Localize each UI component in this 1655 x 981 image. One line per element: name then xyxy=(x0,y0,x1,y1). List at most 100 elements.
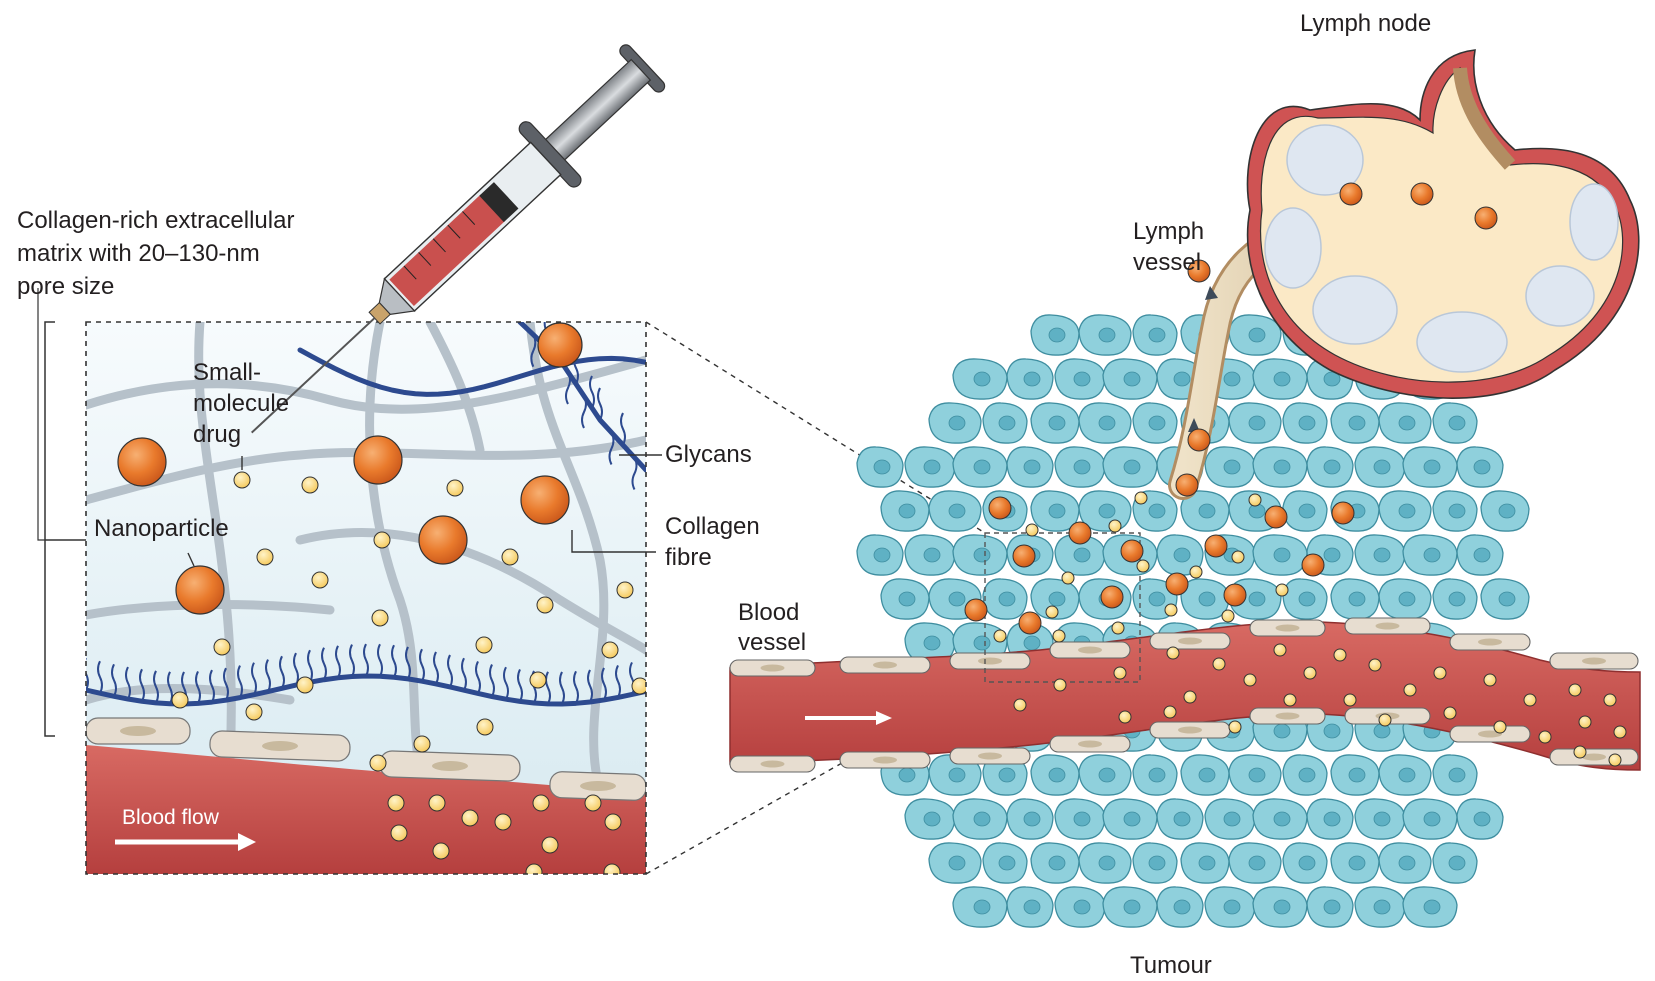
small-molecule-icon xyxy=(1054,679,1066,691)
small-molecule-icon xyxy=(1119,711,1131,723)
tumour-cell-nucleus xyxy=(899,592,915,606)
nanoparticle-icon xyxy=(1176,474,1198,496)
tumour-cell-nucleus xyxy=(1274,900,1290,914)
small-molecule-icon xyxy=(447,480,463,496)
tumour-cell-nucleus xyxy=(974,900,990,914)
tumour-cell-nucleus xyxy=(974,372,990,386)
tumour-cell-nucleus xyxy=(899,768,915,782)
small-molecule-icon xyxy=(1232,551,1244,563)
endothelial-nucleus xyxy=(262,741,298,751)
glycan-branch xyxy=(518,290,522,322)
small-molecule-icon xyxy=(1184,691,1196,703)
endothelial-nucleus xyxy=(1478,639,1502,646)
collagen-label-line1: Collagen xyxy=(665,512,760,542)
small-molecule-icon xyxy=(257,549,273,565)
tumour-cell-nucleus xyxy=(1074,812,1090,826)
tumour-cell-nucleus xyxy=(1149,592,1165,606)
tumour-cell-nucleus xyxy=(1349,416,1365,430)
small-molecule-icon xyxy=(1164,706,1176,718)
small-molecule-icon xyxy=(542,837,558,853)
tumour-cell-nucleus xyxy=(1449,856,1465,870)
tumour-cell-nucleus xyxy=(899,504,915,518)
small-molecule-icon xyxy=(1524,694,1536,706)
nanoparticle-label: Nanoparticle xyxy=(94,514,229,544)
collagen-label-line2: fibre xyxy=(665,543,712,573)
tumour-cell-nucleus xyxy=(1399,504,1415,518)
blood-vessel-label-line1: Blood xyxy=(738,598,799,628)
tumour-cell-nucleus xyxy=(1199,504,1215,518)
small-molecule-icon xyxy=(495,814,511,830)
small-molecule-icon xyxy=(585,795,601,811)
tumour-cell-nucleus xyxy=(1424,460,1440,474)
nanoparticle-icon xyxy=(176,566,224,614)
endothelial-nucleus xyxy=(1178,727,1202,734)
tumour-cell-nucleus xyxy=(1149,504,1165,518)
tumour-cell-nucleus xyxy=(1074,460,1090,474)
ecm-label-line1: Collagen-rich extracellular xyxy=(17,206,294,236)
lymph-node-label: Lymph node xyxy=(1300,9,1431,39)
small-molecule-icon xyxy=(1109,520,1121,532)
nanoparticle-icon xyxy=(1069,522,1091,544)
small-molecule-icon xyxy=(533,795,549,811)
tumour-cell-nucleus xyxy=(1299,592,1315,606)
tumour-cell-nucleus xyxy=(1324,812,1340,826)
small-molecule-icon xyxy=(530,672,546,688)
tumour-cell-nucleus xyxy=(1424,812,1440,826)
endothelial-nucleus xyxy=(432,761,468,771)
tumour-cell-nucleus xyxy=(949,592,965,606)
tumour-cell-nucleus xyxy=(1124,900,1140,914)
tumour-cell-nucleus xyxy=(874,548,890,562)
endothelial-nucleus xyxy=(1582,658,1606,665)
small-molecule-icon xyxy=(1276,584,1288,596)
tumour-cell-nucleus xyxy=(1099,416,1115,430)
small-molecule-icon xyxy=(604,864,620,880)
small-molecule-icon xyxy=(214,639,230,655)
tumour-cell-nucleus xyxy=(1424,900,1440,914)
tumour-cell-nucleus xyxy=(974,548,990,562)
tumour-cell-nucleus xyxy=(949,768,965,782)
tumour-cell-nucleus xyxy=(1174,900,1190,914)
nanoparticle-icon xyxy=(1205,535,1227,557)
small-molecule-icon xyxy=(1334,649,1346,661)
nanoparticle-icon xyxy=(1101,586,1123,608)
small-molecule-icon xyxy=(1304,667,1316,679)
tumour-cell-nucleus xyxy=(1099,328,1115,342)
tumour-cell-nucleus xyxy=(1149,416,1165,430)
small-molecule-icon xyxy=(994,630,1006,642)
tumour-cell-nucleus xyxy=(1249,592,1265,606)
tumour-cell-nucleus xyxy=(1374,900,1390,914)
small-molecule-label-line1: Small- xyxy=(193,358,261,388)
lymph-vessel-label-line1: Lymph xyxy=(1133,217,1204,247)
tumour-cell-nucleus xyxy=(1199,856,1215,870)
small-molecule-label-line2: molecule xyxy=(193,389,289,419)
tumour-cell-nucleus xyxy=(1274,460,1290,474)
tumour-cell-nucleus xyxy=(949,504,965,518)
tumour-cell-nucleus xyxy=(1324,724,1340,738)
nanoparticle-icon xyxy=(1475,207,1497,229)
tumour-cell-nucleus xyxy=(1374,548,1390,562)
tumour-cell-nucleus xyxy=(1224,900,1240,914)
lymph-node-icon xyxy=(1248,50,1639,398)
nanoparticle-icon xyxy=(965,599,987,621)
tumour-cell-nucleus xyxy=(1224,460,1240,474)
tumour-cell-nucleus xyxy=(1374,460,1390,474)
ecm-label-line2: matrix with 20–130-nm xyxy=(17,239,260,269)
tumour-cell-nucleus xyxy=(1374,724,1390,738)
lymph-vessel-label-line2: vessel xyxy=(1133,248,1201,278)
small-molecule-icon xyxy=(1434,667,1446,679)
tumour-cell-nucleus xyxy=(1074,900,1090,914)
tumour-cell-nucleus xyxy=(1299,856,1315,870)
small-molecule-icon xyxy=(1249,494,1261,506)
tumour-cell-nucleus xyxy=(949,856,965,870)
endothelial-nucleus xyxy=(1078,741,1102,748)
tumour-cell-nucleus xyxy=(1349,592,1365,606)
small-molecule-icon xyxy=(1604,694,1616,706)
nanoparticle-icon xyxy=(1166,573,1188,595)
endothelial-nucleus xyxy=(873,757,897,764)
tumour-cell-nucleus xyxy=(924,548,940,562)
small-molecule-icon xyxy=(1135,492,1147,504)
tumour-cell-nucleus xyxy=(1299,504,1315,518)
tumour-cell-nucleus xyxy=(1499,592,1515,606)
tumour-cell-nucleus xyxy=(924,812,940,826)
